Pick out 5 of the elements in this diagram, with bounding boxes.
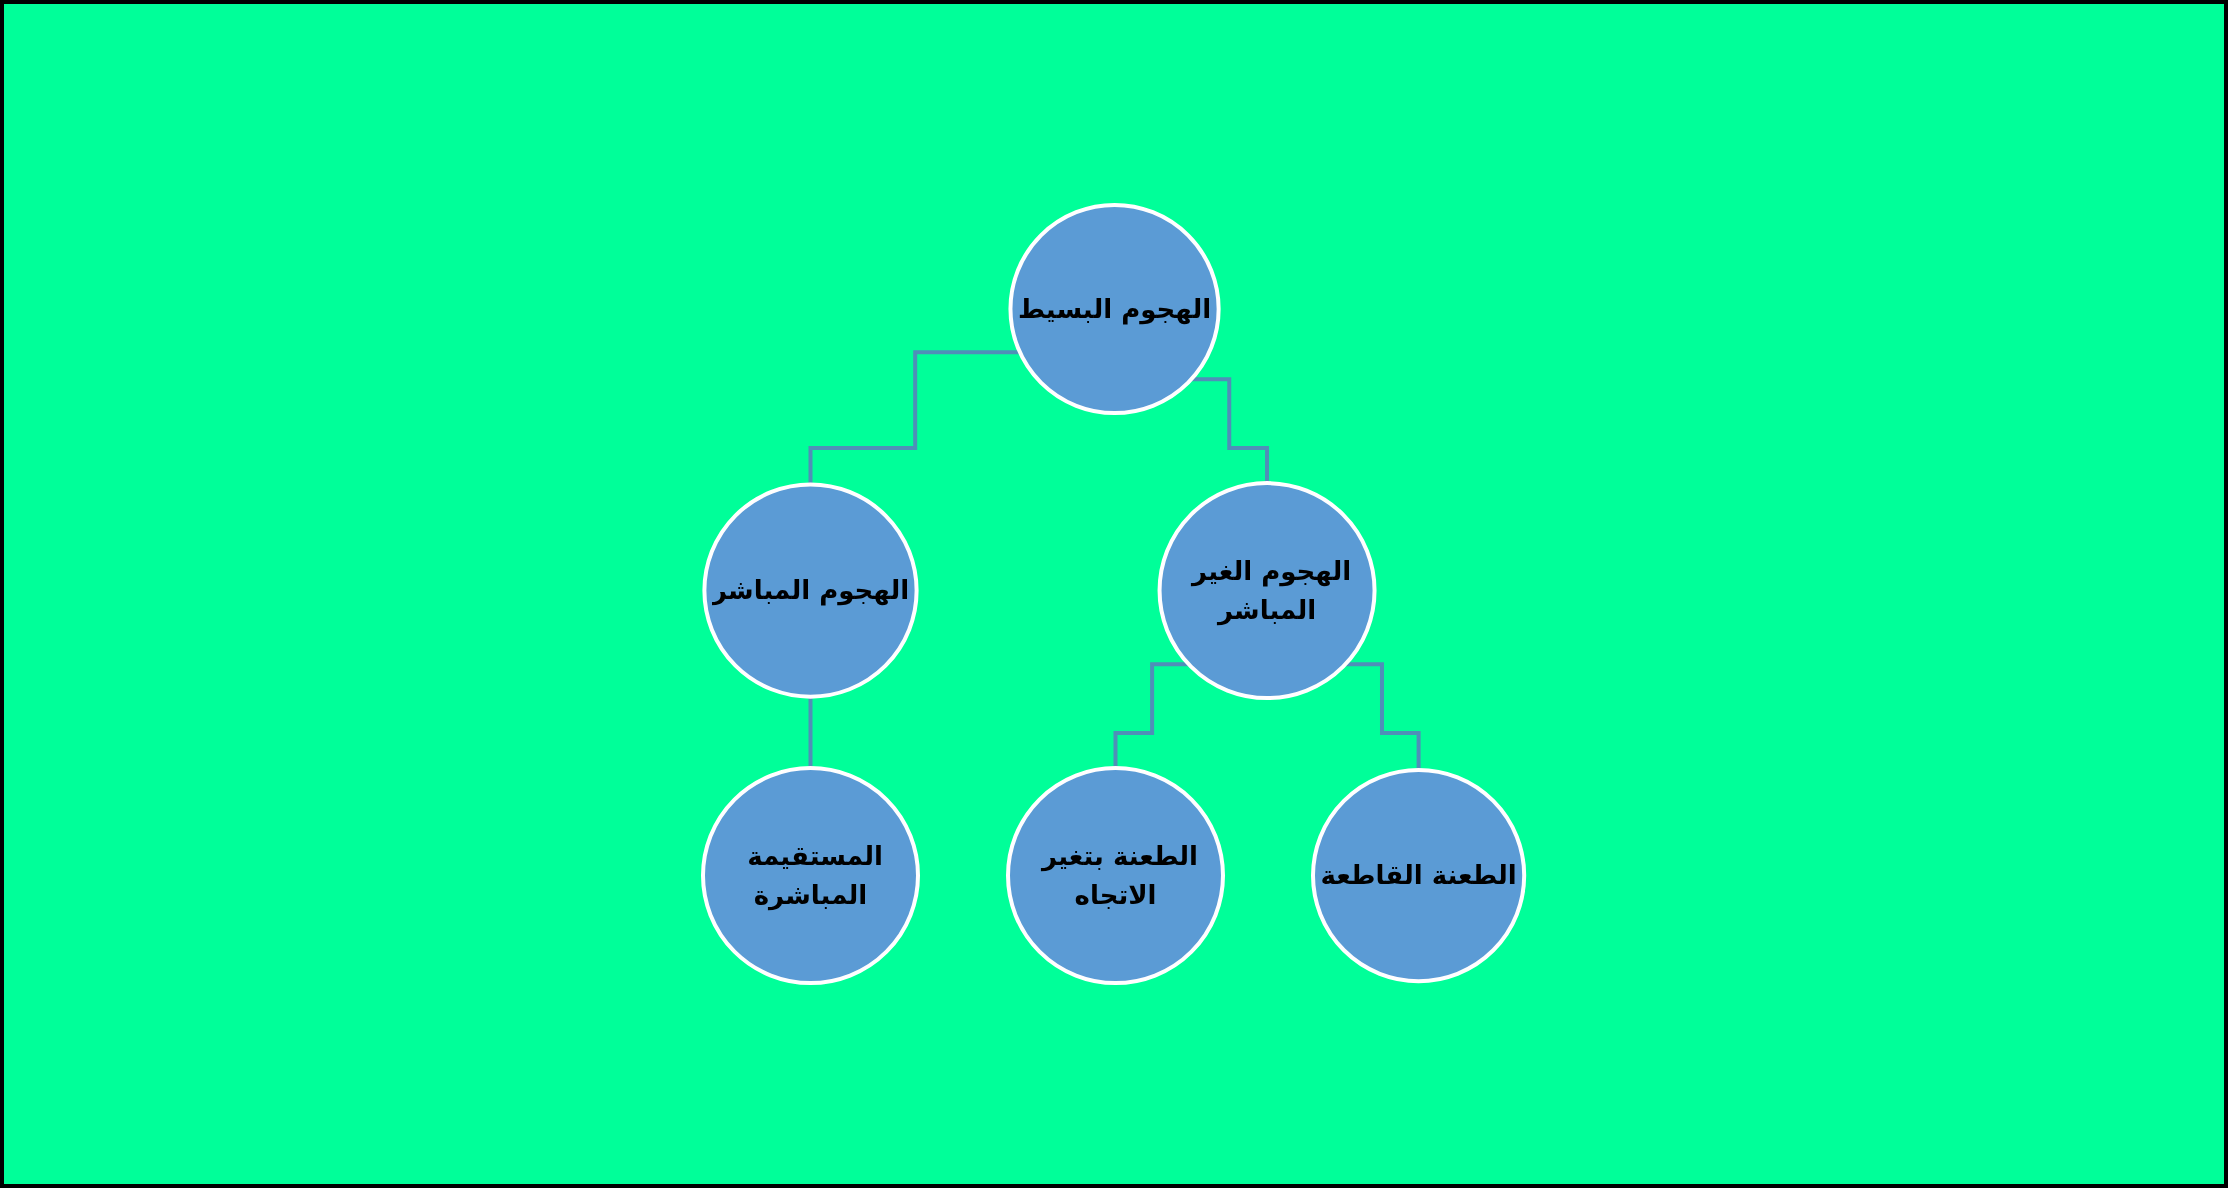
node-circle: المستقيمة المباشرة bbox=[701, 766, 921, 986]
node-circle: الهجوم البسيط bbox=[1008, 202, 1222, 416]
node-circle: الهجوم الغير المباشر bbox=[1157, 481, 1377, 701]
node-circle: الطعنة القاطعة bbox=[1311, 768, 1527, 984]
node-circle: الطعنة بتغير الاتجاه bbox=[1006, 766, 1226, 986]
